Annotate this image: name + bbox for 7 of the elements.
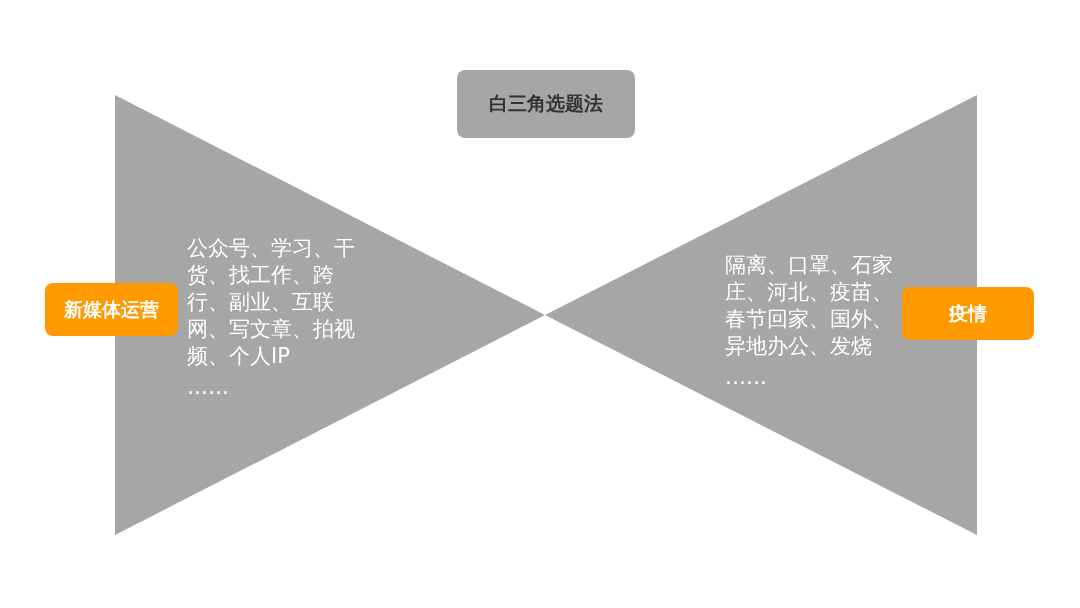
title-box: 白三角选题法 [457,70,635,138]
keyword-list: 隔离、口罩、石家庄、河北、疫苗、春节回家、国外、异地办公、发烧 [725,252,900,360]
topic-label: 疫情 [902,287,1034,340]
topic-label: 新媒体运营 [45,283,178,336]
ellipsis: …… [725,364,768,391]
keyword-list: 公众号、学习、干货、找工作、跨行、副业、互联网、写文章、拍视频、个人IP [187,235,367,370]
ellipsis: …… [187,374,230,401]
